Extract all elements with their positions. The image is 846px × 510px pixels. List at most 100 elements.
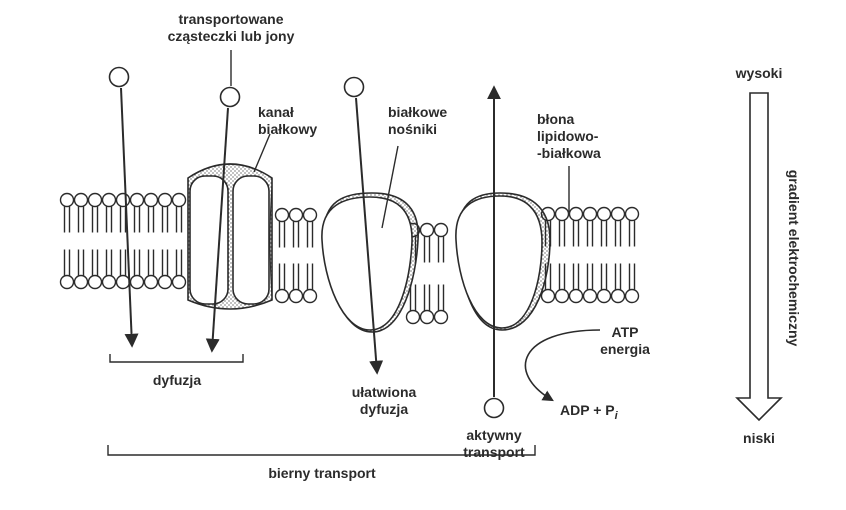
lipid-tail: [292, 221, 300, 248]
label-facilitated-line1: ułatwiona: [352, 384, 417, 400]
lipid-tail: [147, 206, 155, 233]
lipid-head: [582, 288, 598, 304]
lipid-tail: [161, 249, 169, 276]
label-channel-line2: białkowy: [258, 121, 317, 137]
lipid-tail: [77, 249, 85, 276]
lipid-tail: [147, 249, 155, 276]
molecule-diffusion: [108, 66, 130, 88]
arrow-facilitated-diffusion: [355, 97, 384, 375]
lipid-head: [433, 222, 449, 238]
lipid-head: [288, 207, 304, 223]
lipid-head: [274, 288, 290, 304]
lipid-head: [59, 274, 75, 290]
lipid-tail: [278, 221, 286, 248]
lipid-tail: [628, 263, 636, 290]
label-facilitated-line2: dyfuzja: [360, 401, 408, 417]
lipid-tail: [628, 220, 636, 247]
lipid-tail: [572, 220, 580, 247]
lipid-head: [568, 206, 584, 222]
lipid-head: [87, 274, 103, 290]
lipid-head: [568, 288, 584, 304]
lipid-head: [274, 207, 290, 223]
lipid-tail: [161, 206, 169, 233]
lipid-head: [101, 192, 117, 208]
lipid-tail: [423, 284, 431, 311]
lipid-tail: [614, 263, 622, 290]
molecule-channel: [219, 86, 241, 108]
lipid-tail: [91, 206, 99, 233]
carrier-1-body: [321, 196, 413, 331]
lipid-tail: [586, 220, 594, 247]
label-carriers-line1: białkowe: [388, 104, 447, 120]
label-adp-main: ADP + P: [560, 402, 615, 418]
lipid-tail: [63, 249, 71, 276]
lipid-head: [101, 274, 117, 290]
lipid-head: [554, 206, 570, 222]
lipid-head: [596, 206, 612, 222]
lipid-tail: [437, 236, 445, 263]
lipid-head: [302, 288, 318, 304]
lipid-head: [540, 288, 556, 304]
lipid-tail: [558, 263, 566, 290]
protein-channel: [187, 163, 273, 310]
label-adp-sub: i: [615, 410, 619, 422]
lipid-head: [129, 274, 145, 290]
channel-edge: [269, 184, 273, 299]
lipid-tail: [175, 206, 183, 233]
bracket-diffusion: [109, 354, 244, 363]
lipid-head: [87, 192, 103, 208]
lipid-tail: [423, 236, 431, 263]
label-channel-line1: kanał: [258, 104, 294, 120]
lipid-head: [610, 288, 626, 304]
lipid-tail: [63, 206, 71, 233]
lipid-head: [115, 192, 131, 208]
lipid-tail: [306, 221, 314, 248]
label-membrane-line1: błona: [537, 111, 575, 127]
lipid-tail: [175, 249, 183, 276]
lipid-tail: [119, 206, 127, 233]
lipid-head: [596, 288, 612, 304]
label-transported-line2: cząsteczki lub jony: [168, 28, 295, 44]
lipid-head: [288, 288, 304, 304]
label-passive-transport: bierny transport: [268, 465, 376, 481]
label-membrane-line3: -białkowa: [537, 145, 601, 161]
lipid-head: [582, 206, 598, 222]
lipid-head: [302, 207, 318, 223]
label-active-line1: aktywny: [466, 427, 521, 443]
lipid-head: [405, 309, 421, 325]
molecule-active: [483, 397, 505, 419]
lipid-head: [157, 192, 173, 208]
channel-subunit-left: [189, 175, 229, 305]
lipid-head: [129, 192, 145, 208]
lipid-tail: [133, 206, 141, 233]
label-atp-line1: ATP: [612, 324, 639, 340]
lipid-head: [73, 274, 89, 290]
lipid-head: [143, 192, 159, 208]
lipid-tail: [91, 249, 99, 276]
lipid-head: [157, 274, 173, 290]
lipid-tail: [586, 263, 594, 290]
lipid-tail: [614, 220, 622, 247]
label-high: wysoki: [735, 65, 783, 81]
lipid-tail: [105, 249, 113, 276]
lipid-head: [624, 288, 640, 304]
lipid-head: [554, 288, 570, 304]
lipid-tail: [133, 249, 141, 276]
lipid-head: [610, 206, 626, 222]
label-transported-line1: transportowane: [178, 11, 283, 27]
lipid-head: [433, 309, 449, 325]
label-atp-line2: energia: [600, 341, 650, 357]
molecule-facilitated: [343, 76, 365, 98]
lipid-tail: [278, 263, 286, 290]
lipid-head: [171, 274, 187, 290]
lipid-tail: [409, 284, 417, 311]
lipid-tail: [119, 249, 127, 276]
label-carriers-line2: nośniki: [388, 121, 437, 137]
label-membrane-line2: lipidowo-: [537, 128, 599, 144]
lipid-tail: [77, 206, 85, 233]
label-active-line2: transport: [463, 444, 525, 460]
arrow-simple-diffusion: [120, 87, 139, 348]
lipid-head: [624, 206, 640, 222]
